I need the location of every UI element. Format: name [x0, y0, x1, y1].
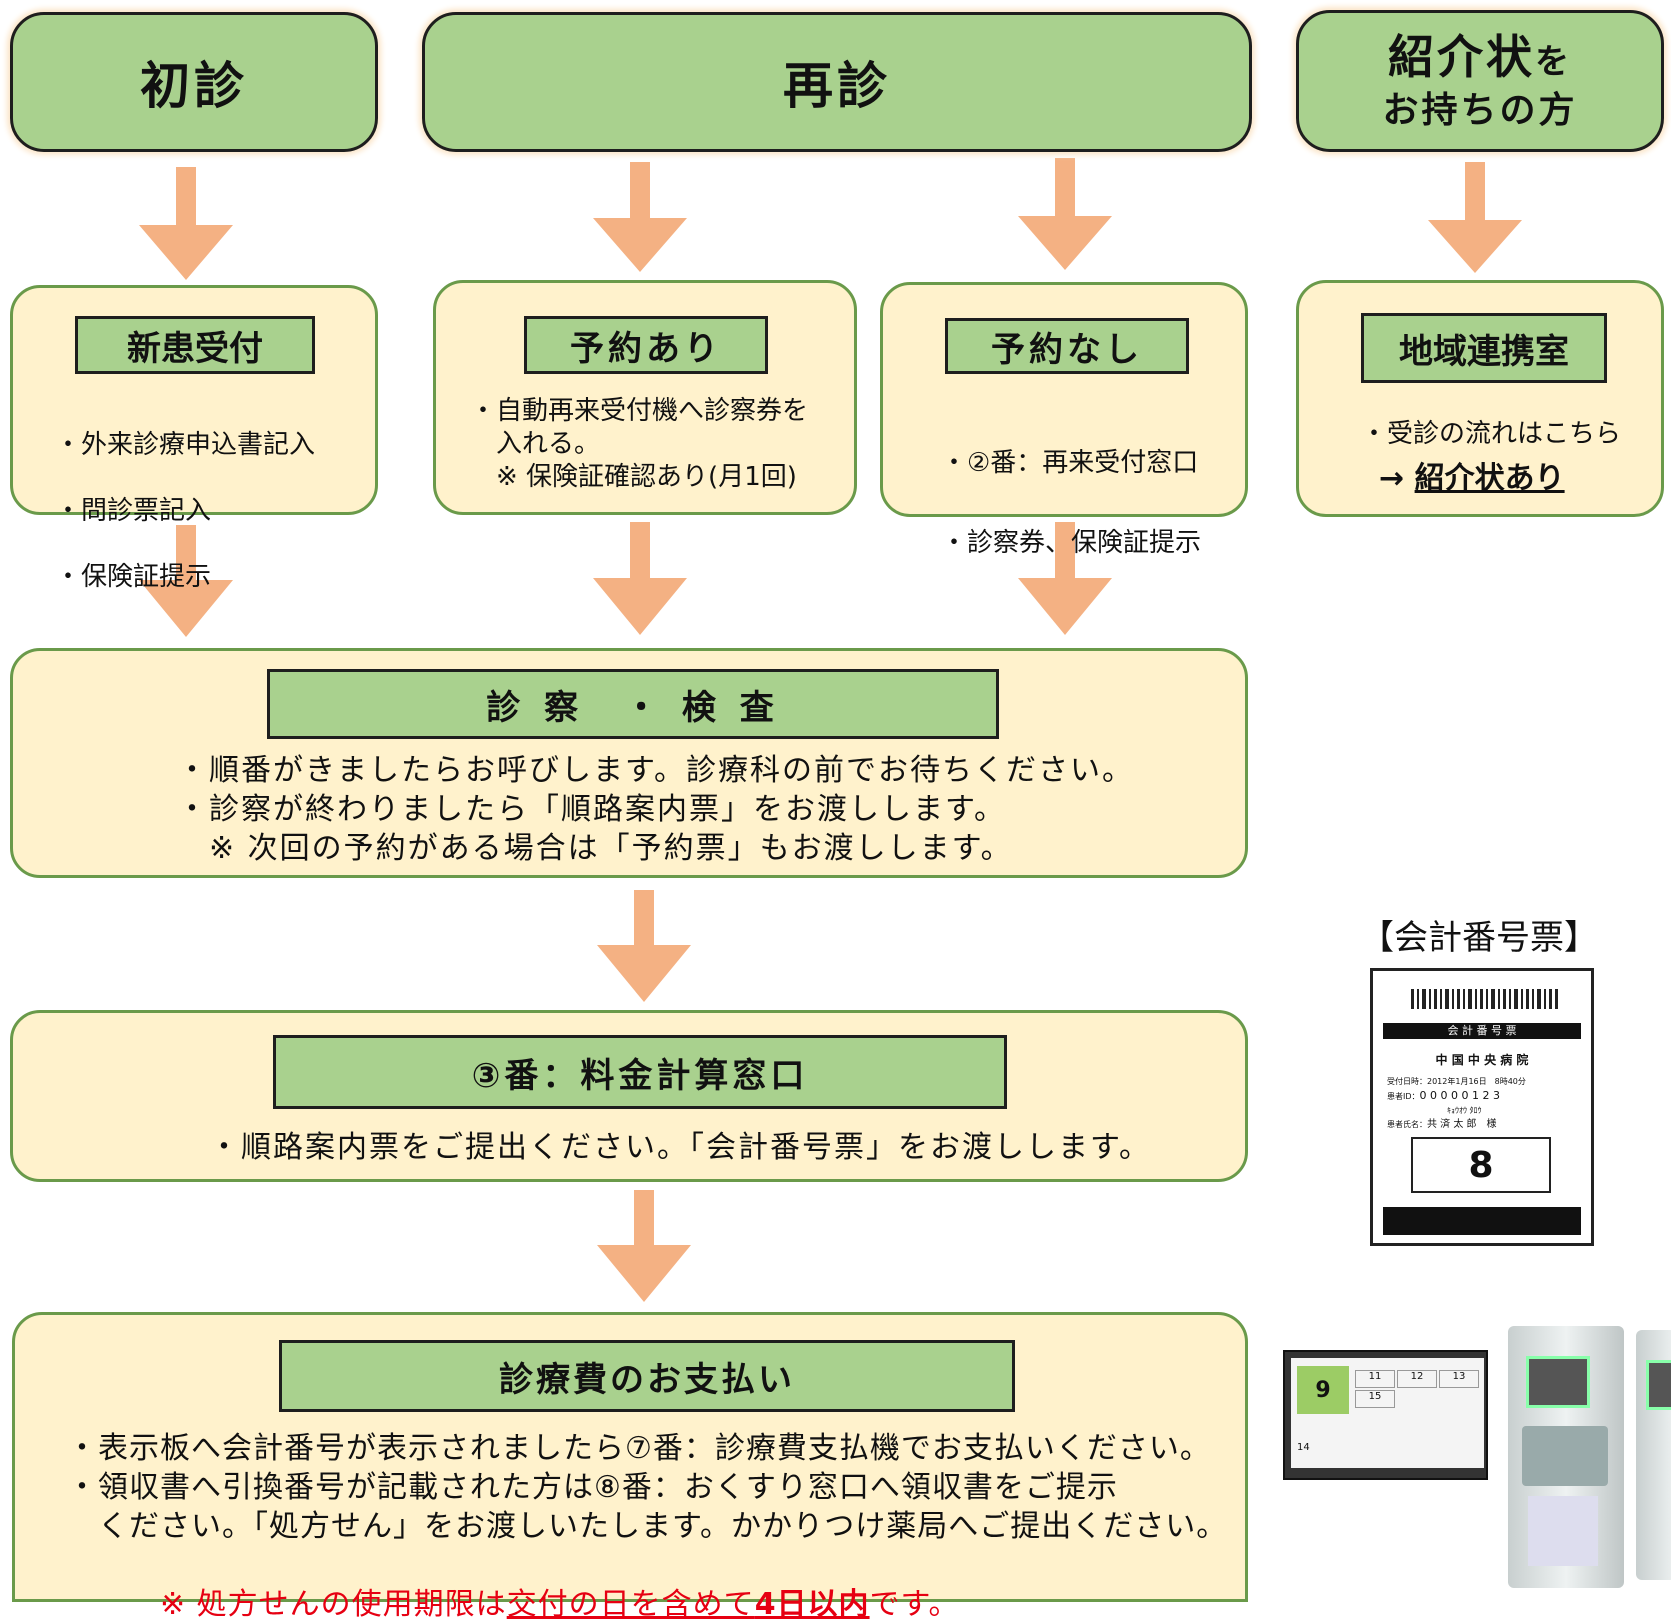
- list-item: ・問診票記入: [55, 496, 212, 526]
- arrow-down: [597, 890, 691, 1002]
- without-reservation-card: 予約なし ・②番：再来受付窓口 ・診察券、保険証提示: [880, 282, 1248, 558]
- ticket-footer-bar: [1383, 1207, 1581, 1235]
- arrow-down: [593, 522, 687, 635]
- payment-machine: [1636, 1330, 1671, 1580]
- note-bold: 4日以内: [754, 1587, 870, 1622]
- referral-box: 紹介状を お持ちの方: [1296, 10, 1664, 152]
- new-patient-items: ・外来診療申込書記入 ・問診票記入 ・保険証提示: [55, 396, 315, 627]
- with-reservation-text: ・自動再来受付機へ診察券を 入れる。 ※ 保険証確認あり(月1回): [470, 396, 809, 492]
- first-visit-label: 初診: [140, 57, 248, 115]
- ticket-hospital: 中 国 中 央 病 院: [1435, 1053, 1529, 1067]
- regional-title: 地域連携室: [1361, 313, 1607, 383]
- arrow-down: [593, 162, 687, 272]
- arrow-down: [1018, 158, 1112, 270]
- exam-text: ・順番がきましたらお呼びします。診療科の前でお待ちください。 ・診察が終わりまし…: [177, 753, 1134, 866]
- without-reservation-title: 予約なし: [945, 318, 1189, 374]
- note-underlined: 交付の日を含めて4日以内: [506, 1587, 870, 1622]
- list-item: ・診察券、保険証提示: [941, 528, 1202, 558]
- with-reservation-card: 予約あり ・自動再来受付機へ診察券を 入れる。 ※ 保険証確認あり(月1回): [433, 280, 857, 515]
- ticket-header: 会 計 番 号 票: [1383, 1023, 1581, 1039]
- return-visit-label: 再診: [783, 57, 891, 115]
- regional-line1: ・受診の流れはこちら: [1361, 419, 1622, 449]
- referral-link[interactable]: 紹介状あり: [1414, 461, 1565, 496]
- billing-card: ③番：料金計算窓口 ・順路案内票をご提出ください。「会計番号票」をお渡しします。: [10, 1010, 1248, 1182]
- payment-note: ※ 処方せんの使用期限は交付の日を含めて4日以内です。: [160, 1546, 960, 1624]
- payment-text: ・表示板へ会計番号が表示されましたら⑦番：診療費支払機でお支払いください。 ・領…: [67, 1431, 1228, 1544]
- list-item: ・保険証提示: [55, 562, 212, 592]
- regional-link-row: → 紹介状あり: [1379, 453, 1565, 497]
- payment-machine: [1508, 1326, 1624, 1588]
- exam-title: 診 察 ・ 検 査: [267, 669, 999, 739]
- billing-title: ③番：料金計算窓口: [273, 1035, 1007, 1109]
- board-current-number: 9: [1315, 1377, 1331, 1403]
- billing-text: ・順路案内票をご提出ください。「会計番号票」をお渡しします。: [209, 1130, 1151, 1165]
- list-item: ・外来診療申込書記入: [55, 430, 316, 460]
- with-reservation-title: 予約あり: [524, 316, 768, 374]
- note-suffix: です。: [869, 1587, 960, 1622]
- display-board: 9 11 12 13 15 14: [1283, 1350, 1488, 1480]
- new-patient-card: 新患受付 ・外来診療申込書記入 ・問診票記入 ・保険証提示: [10, 285, 378, 592]
- first-visit-box: 初診: [10, 12, 378, 152]
- accounting-ticket: 会 計 番 号 票 中 国 中 央 病 院 受付日時：2012年1月16日 8時…: [1370, 968, 1594, 1246]
- arrow-down: [1018, 522, 1112, 635]
- arrow-down: [139, 525, 233, 637]
- referral-label-line2: お持ちの方: [1382, 89, 1578, 131]
- board-bottom-cell: 14: [1297, 1442, 1310, 1453]
- regional-card: 地域連携室 ・受診の流れはこちら → 紹介状あり: [1296, 280, 1664, 517]
- new-patient-title: 新患受付: [75, 316, 315, 374]
- barcode-icon: [1411, 989, 1558, 1009]
- referral-label-small: を: [1535, 41, 1572, 82]
- note-prefix: ※ 処方せんの使用期限は: [160, 1587, 507, 1622]
- list-item: ・②番：再来受付窓口: [941, 448, 1199, 478]
- arrow-right-icon: →: [1379, 461, 1405, 496]
- board-grid: 11 12 13 15: [1355, 1370, 1481, 1460]
- board-current-cell: 9: [1297, 1366, 1349, 1414]
- referral-label-line1: 紹介状を: [1388, 29, 1572, 84]
- return-visit-box: 再診: [422, 12, 1252, 152]
- ticket-number: 8: [1468, 1144, 1494, 1186]
- ticket-number-box: 8: [1411, 1137, 1551, 1193]
- arrow-down: [597, 1190, 691, 1302]
- arrow-down: [139, 167, 233, 280]
- ticket-details: 受付日時：2012年1月16日 8時40分 患者ID：0 0 0 0 0 1 2…: [1387, 1077, 1526, 1130]
- payment-title: 診療費のお支払い: [279, 1340, 1015, 1412]
- arrow-down: [1428, 162, 1522, 273]
- ticket-caption: 【会計番号票】: [1360, 918, 1598, 958]
- exam-card: 診 察 ・ 検 査 ・順番がきましたらお呼びします。診療科の前でお待ちください。…: [10, 648, 1248, 878]
- without-reservation-items: ・②番：再来受付窓口 ・診察券、保険証提示: [941, 403, 1201, 603]
- payment-card: 診療費のお支払い ・表示板へ会計番号が表示されましたら⑦番：診療費支払機でお支払…: [12, 1312, 1248, 1622]
